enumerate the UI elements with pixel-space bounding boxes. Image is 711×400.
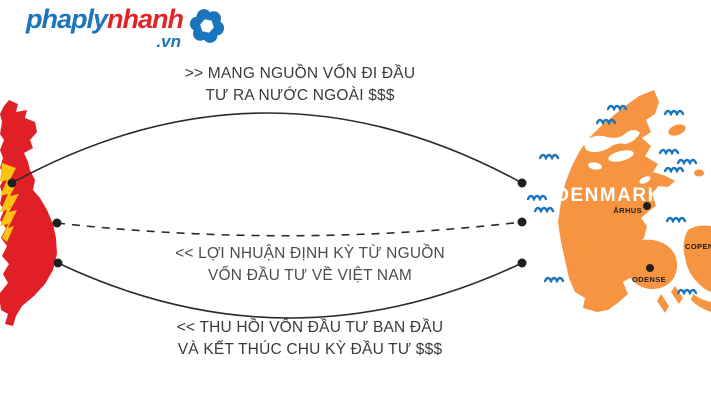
brand-wordmark: phaplynhanh .vn (26, 4, 184, 51)
water-waves-icon (663, 160, 686, 174)
denmark-zealand (683, 225, 711, 292)
water-waves-icon (606, 98, 629, 112)
profit-flow-label-line1: << LỢI NHUẬN ĐỊNH KỲ TỪ NGUỒN (175, 245, 445, 262)
aarhus-city-dot (643, 202, 651, 210)
recovery-flow-label-line2: VÀ KẾT THÚC CHU KỲ ĐẦU TƯ $$$ (177, 341, 443, 358)
denmark-small-island (671, 286, 683, 304)
outbound-flow-label: >> MANG NGUỒN VỐN ĐI ĐẦU TƯ RA NƯỚC NGOÀ… (130, 63, 470, 107)
water-waves-icon (595, 112, 618, 126)
recovery-flow-label: << THU HỒI VỐN ĐẦU TƯ BAN ĐẦU VÀ KẾT THÚ… (140, 317, 480, 361)
hex-flower-logo-icon (189, 9, 225, 43)
water-waves-icon (538, 147, 561, 161)
brand-name-red: nhanh (107, 4, 184, 34)
fjord-water (608, 150, 634, 162)
water-waves-icon (665, 210, 688, 224)
profit-flow-dashed-line (56, 221, 523, 237)
outbound-flow-arc (11, 112, 523, 184)
water-waves-icon (676, 282, 699, 296)
aarhus-city-label: ÅRHUS (613, 206, 642, 215)
vietnam-map (0, 100, 57, 326)
water-waves-icon (658, 142, 681, 156)
lake-water (588, 162, 602, 170)
outbound-flow-label-line2: TƯ RA NƯỚC NGOÀI $$$ (205, 87, 395, 104)
brand-name-blue: phaply (26, 4, 108, 34)
profit-flow-label: << LỢI NHUẬN ĐỊNH KỲ TỪ NGUỒN VỐN ĐẦU TƯ… (140, 243, 480, 287)
copenhagen-city-label: COPENHAGEN (685, 242, 711, 251)
denmark-langeland (657, 294, 669, 313)
denmark-anholt-island (694, 169, 704, 177)
denmark-map: DENMARK ÅRHUS ODENSE COPENHAGEN (555, 90, 711, 313)
limfjord-water (583, 130, 640, 153)
odense-city-label: ODENSE (632, 275, 666, 284)
brand-tld: .vn (156, 32, 182, 51)
odense-city-dot (646, 264, 654, 272)
denmark-country-label: DENMARK (555, 185, 663, 206)
denmark-zealand-south (691, 294, 711, 312)
water-waves-icon (543, 270, 566, 284)
water-waves-icon (533, 200, 556, 214)
water-waves-icon (526, 188, 549, 202)
profit-flow-label-line2: VỐN ĐẦU TƯ VỀ VIỆT NAM (208, 267, 412, 284)
outbound-flow-label-line1: >> MANG NGUỒN VỐN ĐI ĐẦU (184, 65, 416, 82)
inlet-water (639, 176, 651, 184)
recovery-flow-label-line1: << THU HỒI VỐN ĐẦU TƯ BAN ĐẦU (176, 319, 444, 336)
denmark-laeso-island (668, 124, 686, 136)
brand-logo: phaplynhanh .vn (26, 4, 227, 50)
water-waves-icon (676, 152, 699, 166)
water-waves-icon (663, 103, 686, 117)
